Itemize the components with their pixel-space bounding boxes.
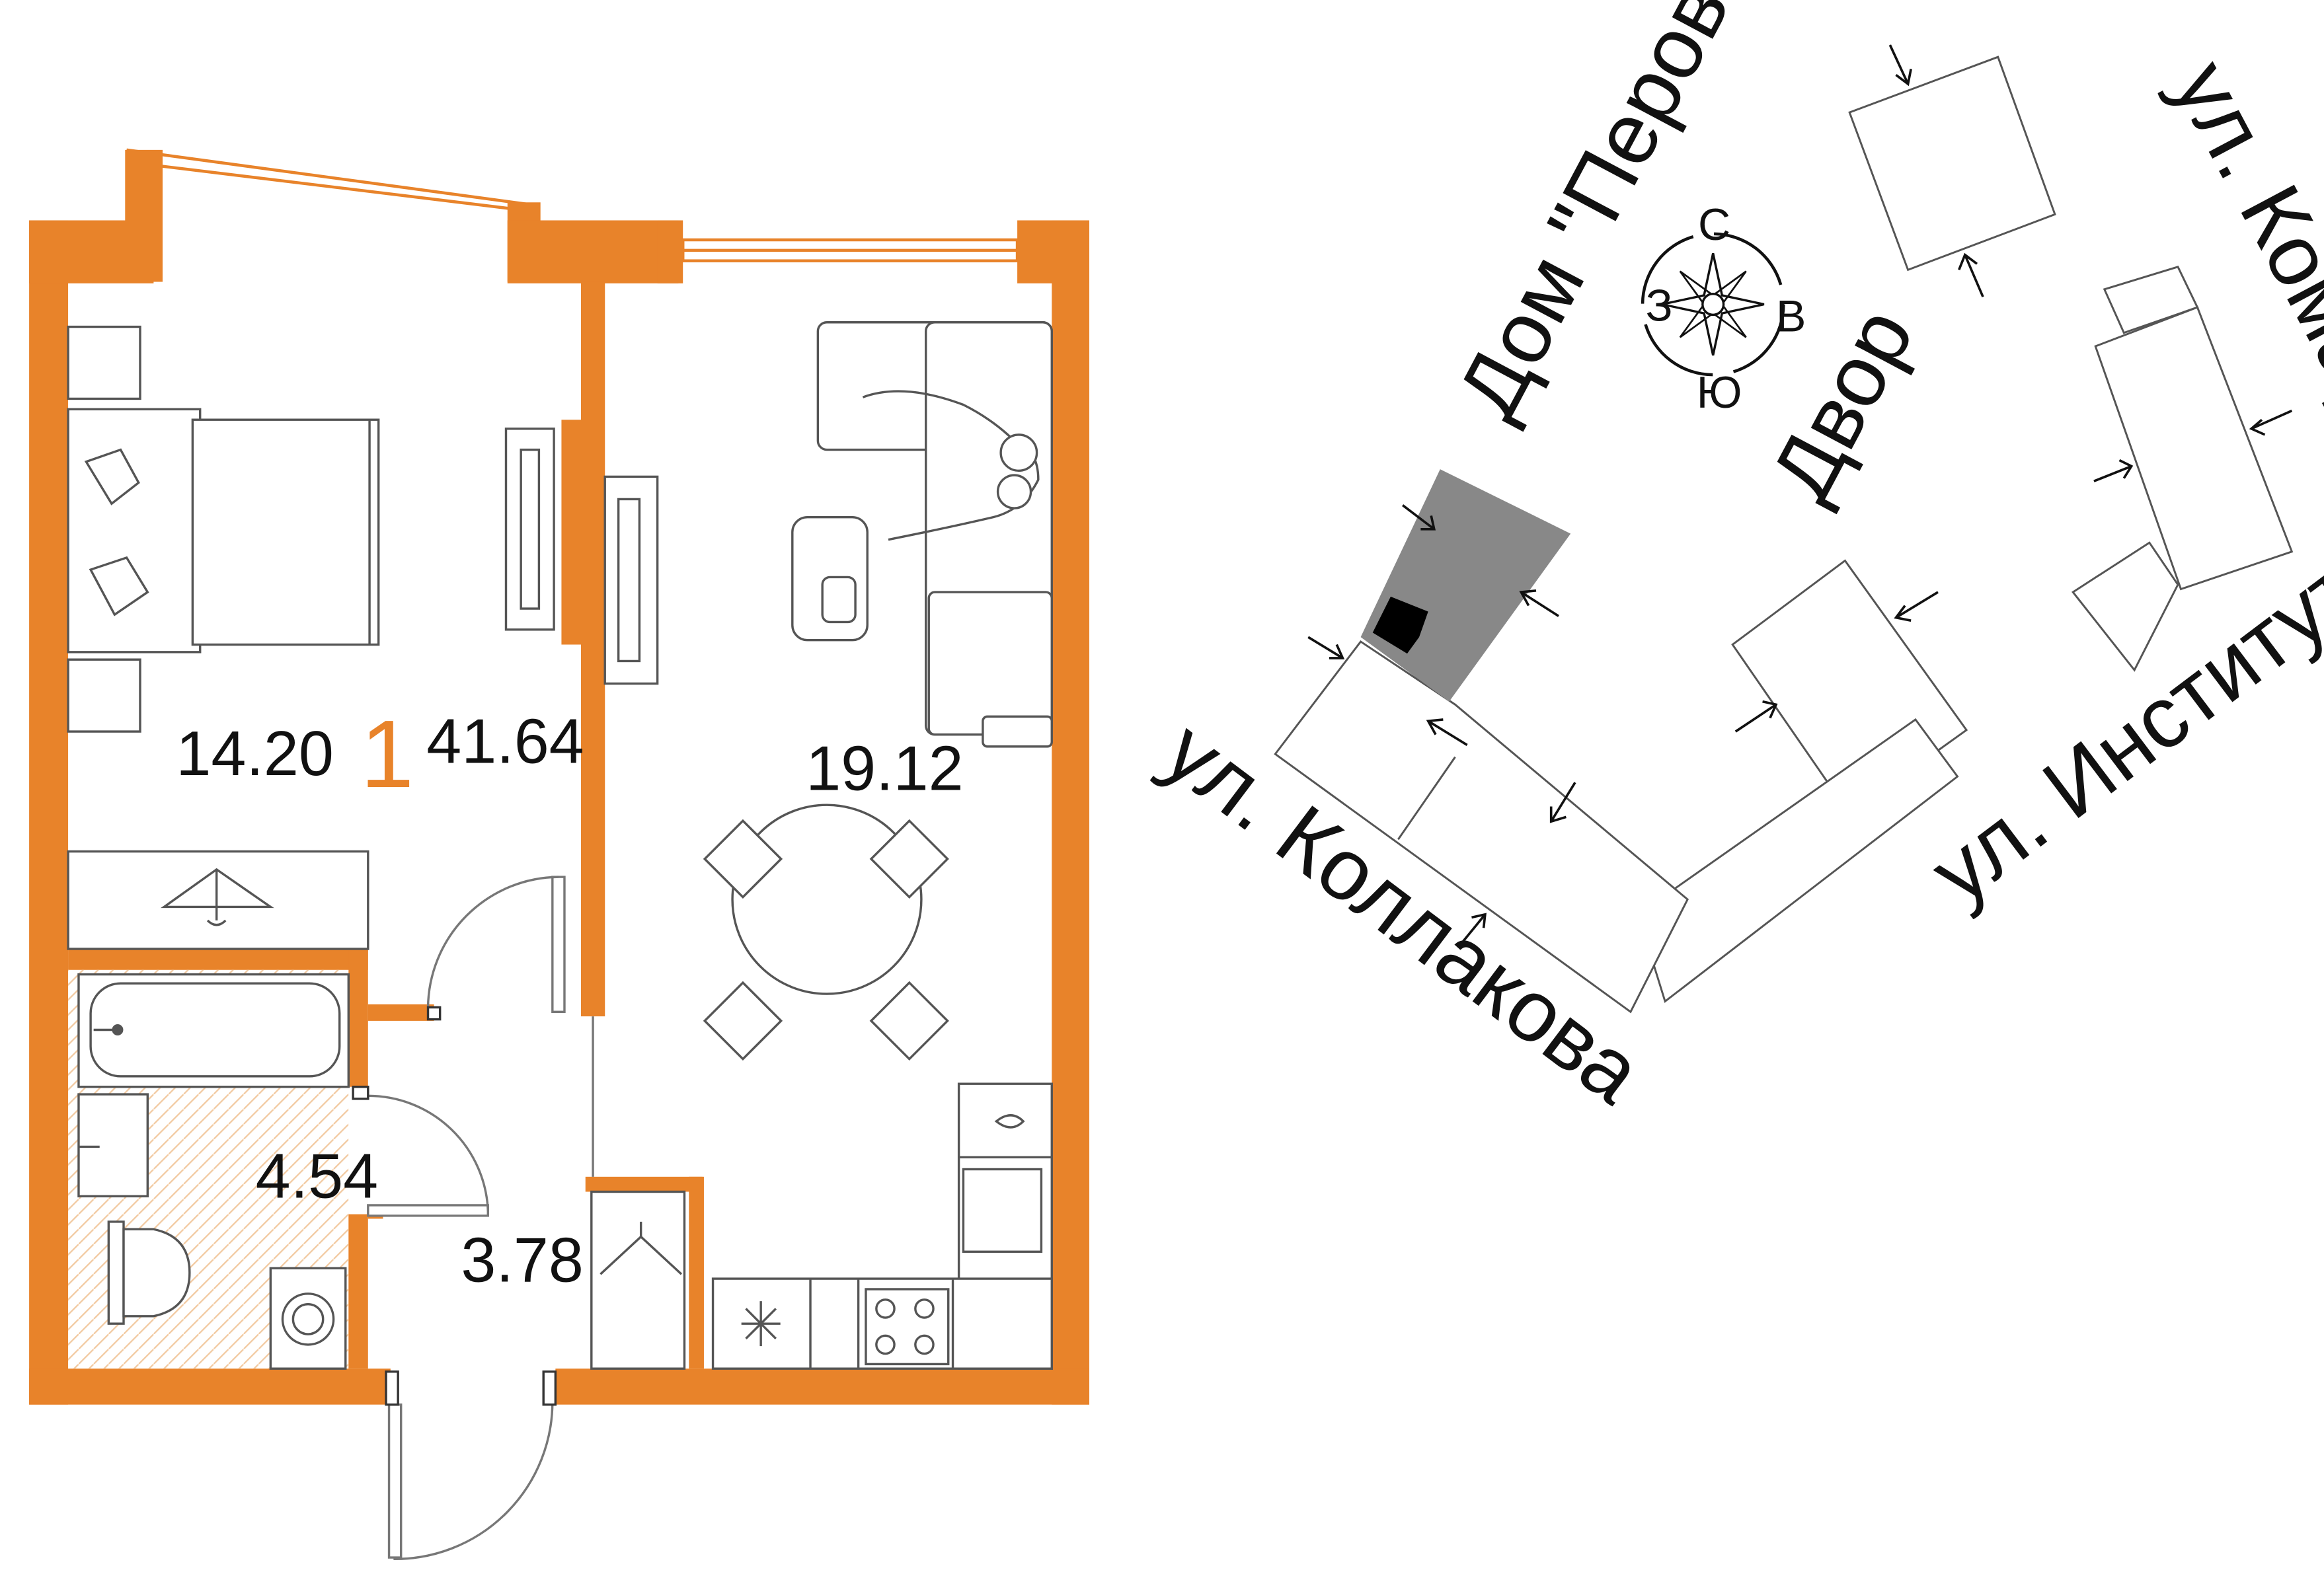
arrow-icon (1307, 636, 1345, 659)
arrow-icon (1549, 782, 1576, 823)
living-window (681, 238, 1019, 262)
compass-north: С (1698, 200, 1730, 250)
arrow-icon (1457, 913, 1487, 948)
interior-walls (68, 281, 704, 1369)
rooms-count: 1 (360, 700, 414, 807)
bathroom-area: 4.54 (256, 1142, 378, 1212)
total-area: 41.64 (426, 707, 584, 777)
site-plan: С Ю З В (1147, 0, 2324, 1121)
exterior-walls (29, 149, 1089, 1405)
doors (352, 876, 594, 1561)
entrance-arrows (1307, 44, 2293, 948)
bathroom-fixtures (68, 969, 350, 1370)
bedroom-furniture (67, 325, 659, 950)
arrow-icon (1888, 44, 1912, 87)
arrow-icon (2093, 459, 2134, 482)
compass-ring-icon (1641, 232, 1785, 377)
compass-west: З (1646, 280, 1673, 330)
arrow-icon (1402, 504, 1436, 531)
compass-star-icon (1662, 253, 1765, 356)
living-furniture (590, 321, 1053, 1370)
arrow-icon (1734, 700, 1778, 733)
balcony (125, 148, 538, 282)
arrow-icon (1519, 589, 1560, 617)
compass: С Ю З В (1641, 200, 1806, 418)
compass-east: В (1776, 291, 1806, 341)
arrow-icon (2249, 409, 2293, 436)
hallway-area: 3.78 (461, 1226, 583, 1296)
highlighted-section (1372, 596, 1428, 654)
apartment-plan: 14.20 1 41.64 19.12 4.54 3.78 (29, 148, 1089, 1561)
bedroom-area: 14.20 (176, 719, 333, 789)
arrow-icon (1426, 718, 1468, 747)
arrow-icon (1958, 252, 1984, 297)
living-area: 19.12 (806, 734, 963, 804)
compass-south: Ю (1697, 367, 1742, 418)
site-buildings (1274, 56, 2294, 1014)
arrow-icon (1894, 591, 1939, 622)
